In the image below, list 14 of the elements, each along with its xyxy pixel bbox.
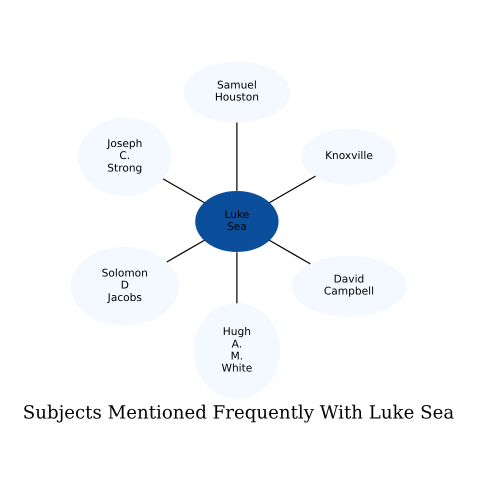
node-ellipse: Solomon D Jacobs xyxy=(70,246,179,326)
connector xyxy=(236,122,238,191)
node-ellipse: Hugh A. M. White xyxy=(194,302,280,400)
node-ellipse: David Campbell xyxy=(291,256,406,317)
node-ellipse: Joseph C. Strong xyxy=(78,118,172,196)
node-ellipse: Knoxville xyxy=(301,128,397,185)
connector xyxy=(166,240,205,263)
connector xyxy=(269,240,311,264)
connector xyxy=(236,252,238,304)
connector xyxy=(162,178,205,204)
diagram-title: Subjects Mentioned Frequently With Luke Sea xyxy=(22,402,454,424)
node-ellipse: Samuel Houston xyxy=(183,62,290,123)
connector xyxy=(269,176,316,204)
node-ellipse: Luke Sea xyxy=(195,191,279,252)
